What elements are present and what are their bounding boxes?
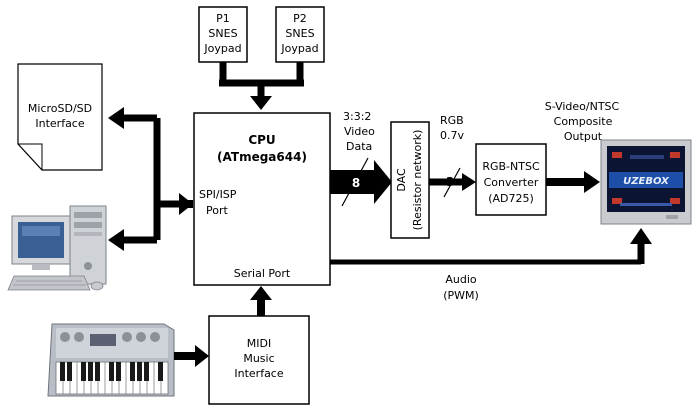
p1-label-1: P1	[216, 12, 230, 25]
midi-label-1: MIDI	[247, 337, 271, 350]
audio-label: Audio (PWM)	[443, 273, 479, 302]
keyboard-to-midi-arrow	[174, 345, 209, 367]
joypad-bus-arrow	[219, 62, 304, 110]
midi-interface-block: MIDI Music Interface	[208, 315, 310, 405]
cpu-spi-label-2: Port	[206, 204, 228, 217]
video-label-1: 3:3:2	[343, 110, 371, 123]
audio-arrow	[330, 228, 652, 265]
dac-block: DAC (Resistor network)	[390, 121, 430, 239]
pc-icon	[7, 205, 107, 291]
audio-label-2: (PWM)	[443, 289, 479, 302]
dac-label-2: (Resistor network)	[411, 130, 424, 231]
p1-label-3: Joypad	[203, 42, 241, 55]
sd-interface-block: MicroSD/SD Interface	[17, 63, 103, 171]
converter-label-3: (AD725)	[488, 192, 534, 205]
video-bus-arrow: 8	[330, 157, 392, 207]
spi-bus-arrows	[108, 107, 193, 251]
cpu-spi-label-1: SPI/ISP	[199, 188, 237, 201]
rgb-label: RGB 0.7v 3	[440, 114, 464, 189]
converter-label-1: RGB-NTSC	[482, 160, 540, 173]
midi-keyboard-icon	[47, 323, 175, 397]
rgb-bus-arrow	[429, 167, 476, 198]
output-label: S-Video/NTSC Composite Output	[545, 100, 620, 143]
video-bus-width: 8	[352, 176, 360, 190]
midi-to-cpu-arrow	[250, 286, 272, 316]
cpu-block: CPU (ATmega644) SPI/ISP Port Serial Port	[193, 112, 331, 286]
rgb-ntsc-converter-block: RGB-NTSC Converter (AD725)	[475, 143, 547, 216]
p1-joypad-block: P1 SNES Joypad	[198, 6, 248, 63]
video-label-2: Video	[344, 125, 375, 138]
p2-label-1: P2	[293, 12, 307, 25]
converter-label-2: Converter	[484, 176, 539, 189]
p2-label-3: Joypad	[280, 42, 318, 55]
cpu-chip: (ATmega644)	[217, 150, 307, 164]
p1-label-2: SNES	[208, 27, 237, 40]
output-label-2: Composite	[554, 115, 613, 128]
sd-label-1: MicroSD/SD	[28, 102, 92, 115]
p2-joypad-block: P2 SNES Joypad	[275, 6, 325, 63]
p2-label-2: SNES	[285, 27, 314, 40]
video-data-label: 3:3:2 Video Data	[343, 110, 375, 153]
composite-output-arrow	[546, 171, 600, 193]
midi-label-2: Music	[243, 352, 274, 365]
cpu-serial-label: Serial Port	[234, 267, 291, 280]
rgb-label-2: 0.7v	[440, 129, 464, 142]
dac-label-1: DAC	[395, 168, 408, 192]
sd-label-2: Interface	[35, 117, 84, 130]
rgb-label-1: RGB	[440, 114, 464, 127]
tv-icon: UZEBOX	[600, 139, 692, 225]
midi-label-3: Interface	[234, 367, 283, 380]
video-label-3: Data	[346, 140, 372, 153]
output-label-3: Output	[564, 130, 603, 143]
rgb-bus-width: 3	[446, 175, 454, 189]
tv-screen-logo: UZEBOX	[623, 176, 670, 187]
output-label-1: S-Video/NTSC	[545, 100, 620, 113]
cpu-title: CPU	[248, 133, 275, 147]
audio-label-1: Audio	[445, 273, 477, 286]
